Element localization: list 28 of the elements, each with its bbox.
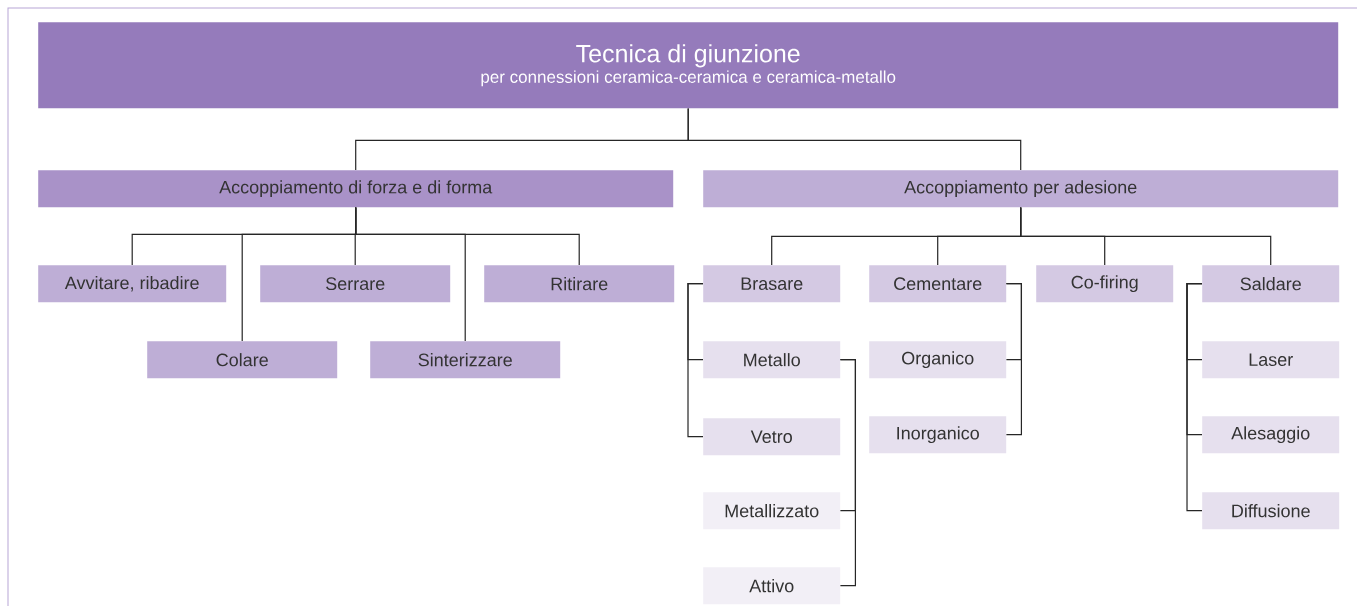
title-box: Tecnica di giunzione per connessioni ceramica-ceramica e ceramica-metallo	[38, 22, 1339, 109]
category-box: Attivo	[703, 567, 841, 605]
category-box: Metallizzato	[703, 492, 841, 530]
category-box: Cementare	[869, 265, 1007, 303]
category-box: Accoppiamento di forza e di forma	[38, 170, 674, 208]
category-box: Laser	[1202, 341, 1340, 379]
connector-line	[687, 283, 704, 438]
category-box: Brasare	[703, 265, 841, 303]
connector-line	[1186, 283, 1203, 512]
category-box: Diffusione	[1202, 492, 1340, 530]
category-box: Ritirare	[484, 265, 675, 303]
category-box: Colare	[147, 341, 338, 379]
category-box: Accoppiamento per adesione	[703, 170, 1339, 208]
connector-line	[839, 359, 856, 587]
connector-line	[1020, 206, 1272, 266]
connector-line	[1005, 283, 1022, 436]
category-box: Avvitare, ribadire	[38, 265, 227, 303]
category-box: Serrare	[260, 265, 451, 303]
category-box: Metallo	[703, 341, 841, 379]
category-box: Inorganico	[869, 416, 1007, 454]
category-box: Sinterizzare	[370, 341, 561, 379]
category-box: Co-firing	[1036, 265, 1174, 303]
connector-line	[355, 206, 580, 266]
category-box: Saldare	[1202, 265, 1340, 303]
category-box: Vetro	[703, 418, 841, 456]
category-box: Alesaggio	[1202, 416, 1340, 454]
connector-line	[687, 107, 1022, 171]
category-box: Organico	[869, 341, 1007, 379]
